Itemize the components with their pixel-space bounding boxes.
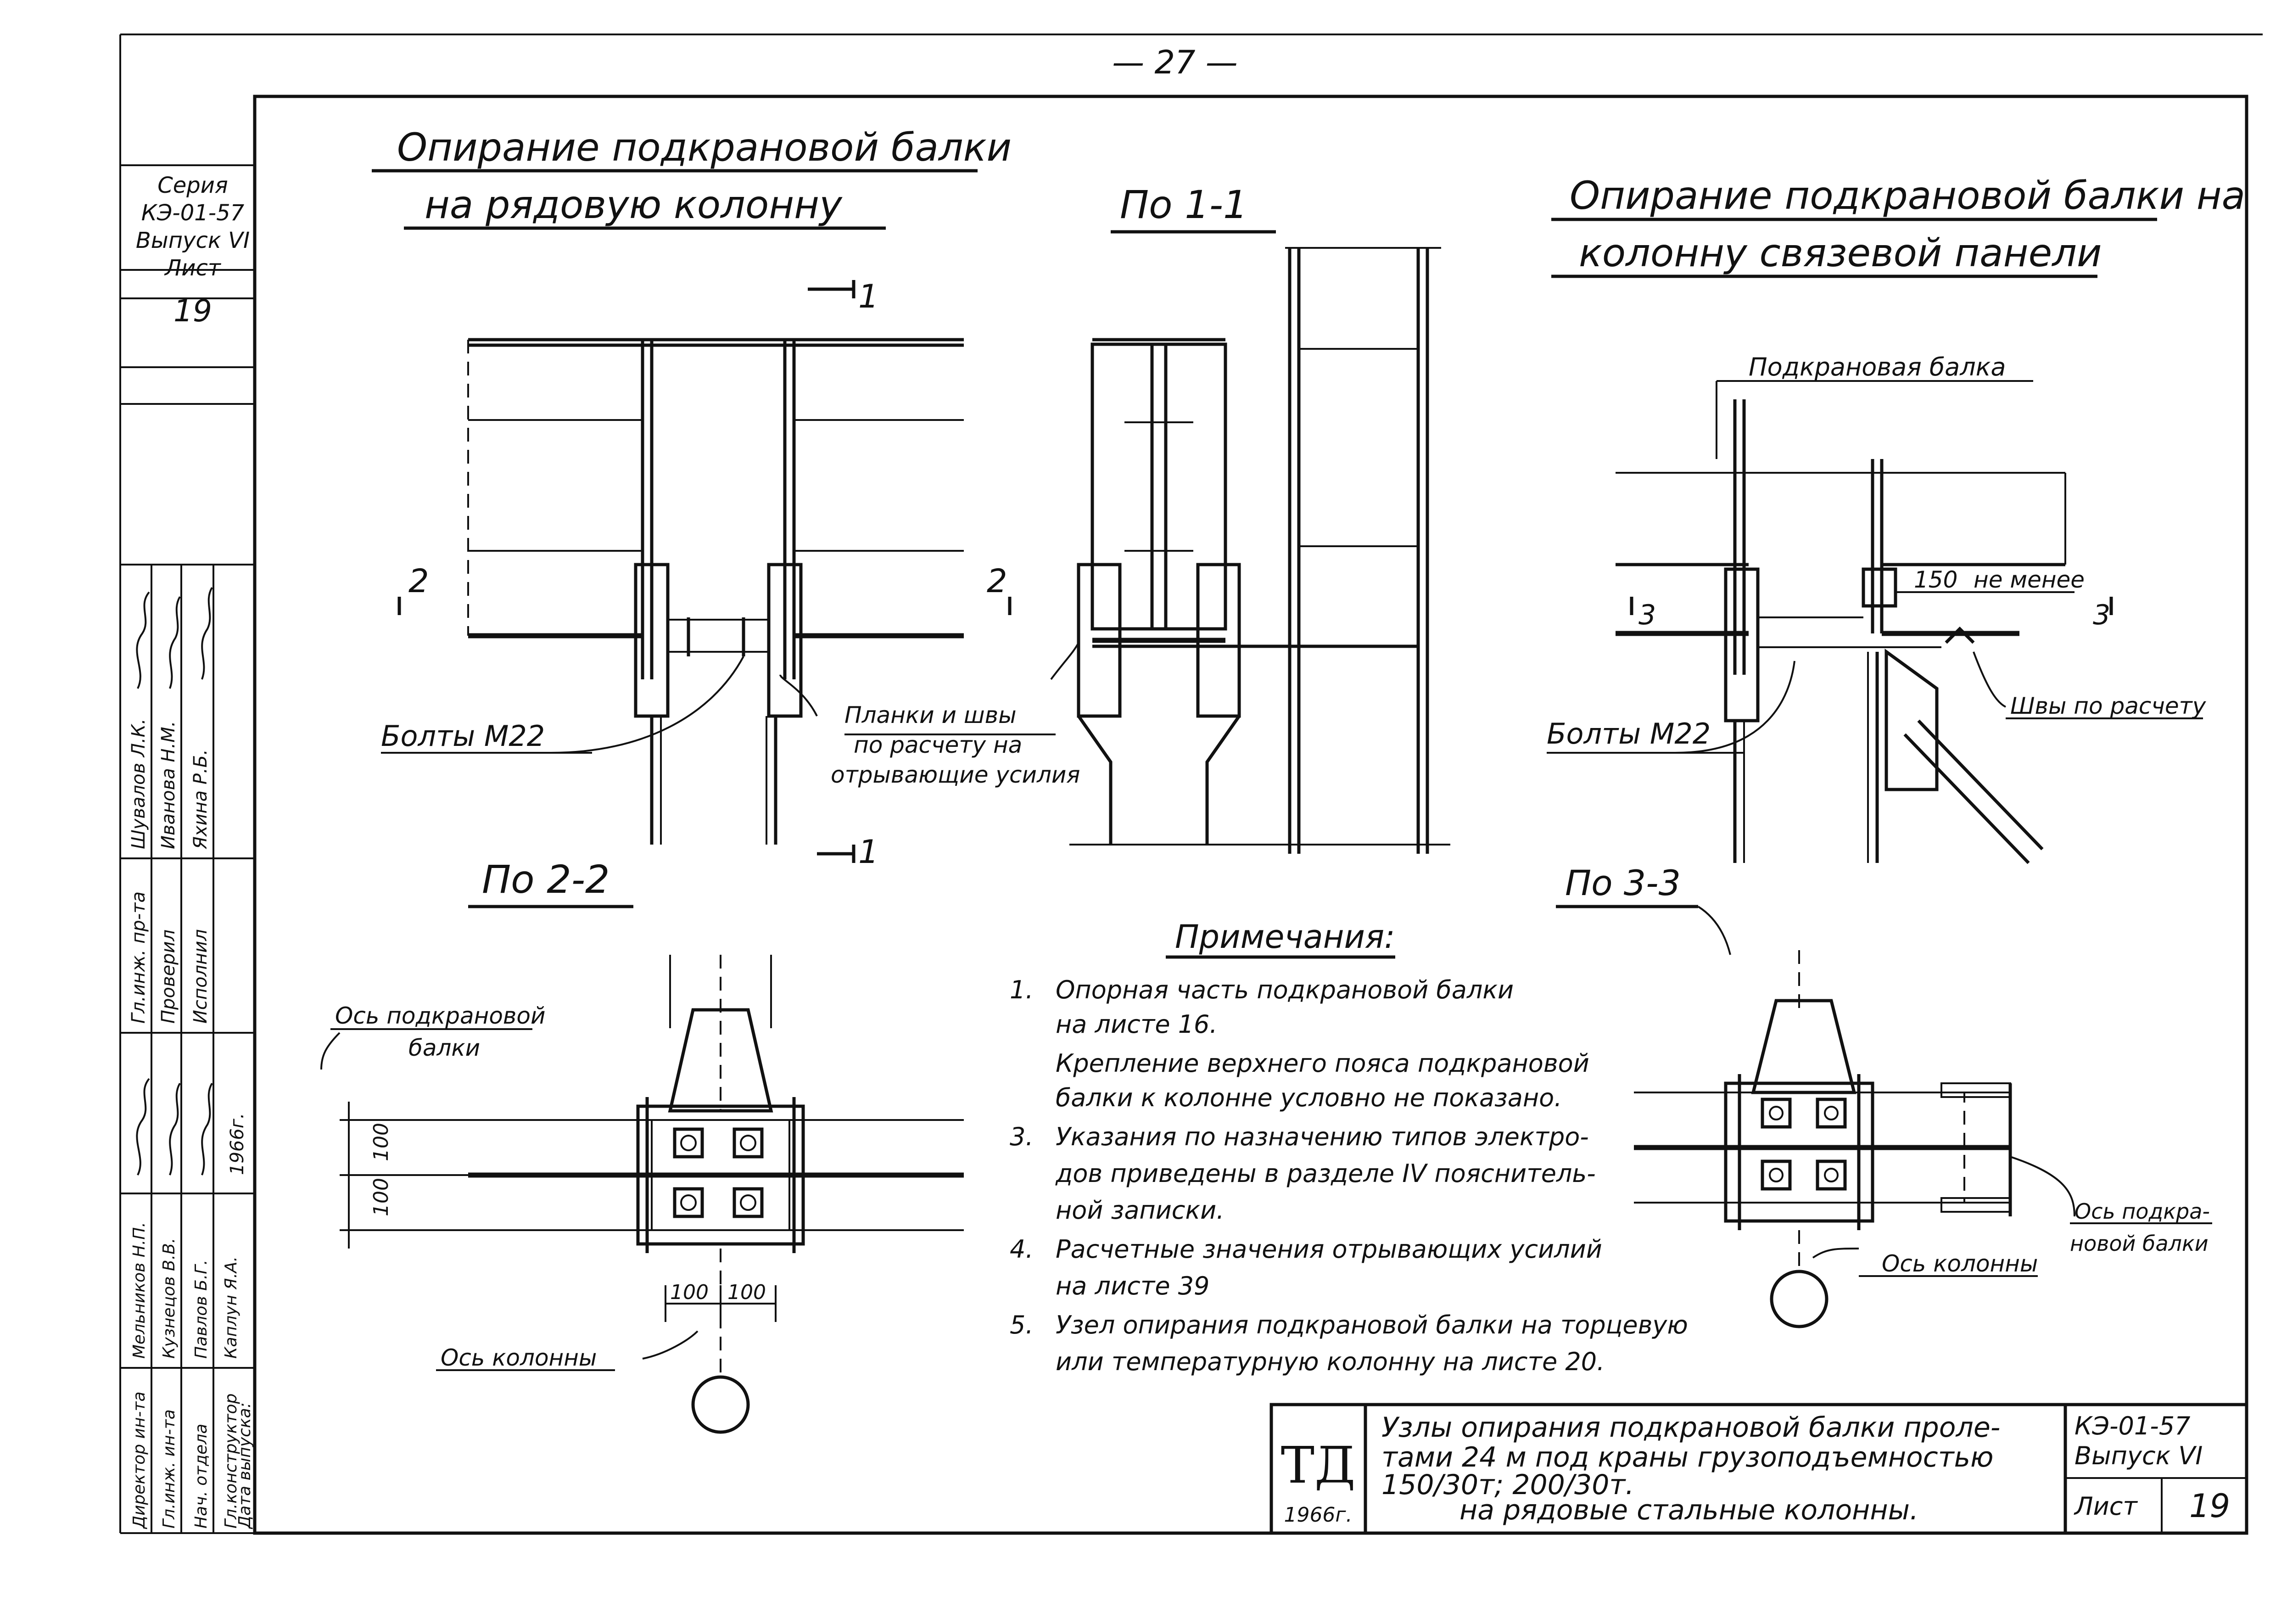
title-line-1: Узлы опирания подкрановой балки проле-	[1381, 1411, 2000, 1444]
signature-scribble-6	[201, 1082, 213, 1176]
signature-scribble-4	[136, 1078, 150, 1176]
straps-note-line-3: отрывающие усилия	[831, 762, 1080, 788]
sig-role-2: Проверил	[158, 930, 179, 1024]
section-1-1-title: По 1-1	[1120, 182, 1247, 227]
series-stamp: Серия КЭ-01-57 Выпуск VI Лист 19	[120, 164, 255, 1034]
dim-150: 150	[1914, 566, 1957, 593]
sig-name-4: Мельников Н.П.	[130, 1222, 149, 1359]
note-5-line-1: Узел опирания подкрановой балки на торце…	[1056, 1310, 1688, 1339]
signature-scribble-5	[169, 1082, 181, 1176]
beam-axis-right-line-2: новой балки	[2070, 1231, 2209, 1256]
left-section-mark-2-right: 2	[987, 562, 1007, 600]
sig-role-3: Исполнил	[190, 929, 211, 1024]
signature-scribble-2	[169, 596, 181, 689]
section-2-2-title: По 2-2	[482, 857, 609, 902]
sig-name-6: Павлов Б.Г.	[192, 1260, 211, 1359]
section-3-3-title: По 3-3	[1565, 862, 1681, 903]
right-section-mark-3-right: 3	[2093, 599, 2110, 631]
signature-scribble-1	[136, 591, 150, 689]
section-2-2	[320, 955, 964, 1434]
sig-role-6: Нач. отдела	[192, 1424, 211, 1529]
sig-name-2: Иванова Н.М.	[158, 721, 179, 849]
right-elevation	[1616, 380, 2113, 864]
title-line-2: тами 24 м под краны грузоподъемностью	[1381, 1441, 1994, 1473]
stamp-series-label: Серия	[157, 173, 228, 198]
note-1-line-3: Крепление верхнего пояса подкрановой	[1056, 1049, 1589, 1078]
dim-100-bottom-b: 100	[727, 1281, 766, 1304]
sig-date-value: 1966г.	[227, 1113, 248, 1175]
title-line-4: на рядовые стальные колонны.	[1459, 1494, 1918, 1526]
sheet-frame	[119, 34, 2263, 1535]
left-title-line-2: на рядовую колонну	[425, 182, 843, 227]
title-line-3: 150/30т; 200/30т.	[1381, 1469, 1634, 1501]
note-1-line-2: на листе 16.	[1056, 1010, 1218, 1039]
notes-block: Примечания: 1. Опорная часть подкрановой…	[1010, 918, 1688, 1376]
note-5-line-2: или температурную колонну на листе 20.	[1056, 1347, 1605, 1376]
note-3-number: 3.	[1010, 1122, 1034, 1151]
sig-role-5: Гл.инж. ин-та	[160, 1409, 179, 1529]
title-issue: Выпуск VI	[2075, 1441, 2203, 1470]
sig-role-7: Гл.конструктор	[222, 1394, 240, 1529]
straps-note-line-2: по расчету на	[854, 732, 1022, 758]
page-number: — 27 —	[1112, 44, 1238, 81]
title-code: КЭ-01-57	[2075, 1411, 2190, 1440]
title-sheet-no: 19	[2189, 1487, 2230, 1525]
dim-not-less: не менее	[1974, 566, 2085, 593]
right-title-line-1: Опирание подкрановой балки на	[1570, 173, 2245, 218]
left-title-line-1: Опирание подкрановой балки	[397, 125, 1012, 170]
sig-name-1: Шувалов Л.К.	[128, 718, 149, 849]
sig-name-7: Каплун Я.А.	[222, 1256, 240, 1359]
dim-100-bottom-a: 100	[670, 1281, 709, 1304]
left-section-mark-2-left: 2	[408, 562, 429, 600]
note-1-line-1: Опорная часть подкрановой балки	[1056, 975, 1514, 1004]
sig-role-1: Гл.инж. пр-та	[128, 891, 149, 1024]
section-1-1	[1050, 247, 1450, 854]
note-4-number: 4.	[1010, 1235, 1034, 1264]
title-logo: ТД	[1281, 1436, 1356, 1495]
left-section-mark-1-top: 1	[858, 278, 879, 315]
title-block: ТД 1966г. Узлы опирания подкрановой балк…	[1269, 1403, 2248, 1535]
left-elevation	[397, 280, 1056, 863]
sig-name-3: Яхина Р.Б.	[190, 749, 211, 850]
note-3-line-3: ной записки.	[1056, 1196, 1224, 1225]
stamp-issue: Выпуск VI	[136, 228, 250, 253]
stamp-sheet-label: Лист	[164, 255, 222, 281]
title-sheet-label: Лист	[2074, 1492, 2138, 1521]
section-3-3	[1634, 906, 2075, 1328]
stamp-series-code: КЭ-01-57	[141, 200, 245, 226]
note-5-number: 5.	[1010, 1310, 1034, 1339]
straps-note-line-1: Планки и швы	[844, 702, 1017, 728]
beam-axis-right-line-1: Ось подкра-	[2075, 1199, 2210, 1224]
sig-role-4: Директор ин-та	[130, 1391, 149, 1529]
column-axis-left: Ось колонны	[441, 1344, 597, 1371]
right-section-mark-3-left: 3	[1638, 599, 1656, 631]
note-4-line-1: Расчетные значения отрывающих усилий	[1056, 1235, 1602, 1264]
note-3-line-1: Указания по назначению типов электро-	[1056, 1122, 1589, 1151]
bolts-m22-left: Болты М22	[381, 719, 545, 753]
beam-axis-left-line-2: балки	[408, 1035, 480, 1061]
beam-axis-left-line-1: Ось подкрановой	[335, 1002, 545, 1029]
stamp-sheet-no: 19	[173, 293, 212, 329]
right-title-line-2: колонну связевой панели	[1579, 230, 2102, 275]
welds-by-calc: Швы по расчету	[2010, 693, 2207, 719]
sig-name-5: Кузнецов В.В.	[160, 1238, 179, 1359]
note-1-line-4: балки к колонне условно не показано.	[1056, 1083, 1562, 1112]
left-section-mark-1-bottom: 1	[858, 833, 879, 871]
dim-100-left-b: 100	[369, 1178, 393, 1216]
signature-column: Гл.инж. пр-та Шувалов Л.К. Проверил Иван…	[120, 565, 255, 1533]
bolts-m22-right: Болты М22	[1547, 717, 1711, 750]
crane-beam-label: Подкрановая балка	[1749, 353, 2006, 381]
dim-100-left-a: 100	[369, 1123, 393, 1161]
title-year: 1966г.	[1284, 1503, 1352, 1527]
note-3-line-2: дов приведены в разделе IV пояснитель-	[1055, 1159, 1596, 1188]
note-4-line-2: на листе 39	[1056, 1271, 1209, 1300]
note-1-number: 1.	[1010, 975, 1034, 1004]
signature-scribble-3	[201, 587, 213, 680]
sig-date-label: Дата выпуска:	[235, 1402, 254, 1529]
column-axis-right: Ось колонны	[1882, 1250, 2038, 1277]
notes-heading: Примечания:	[1175, 918, 1395, 956]
